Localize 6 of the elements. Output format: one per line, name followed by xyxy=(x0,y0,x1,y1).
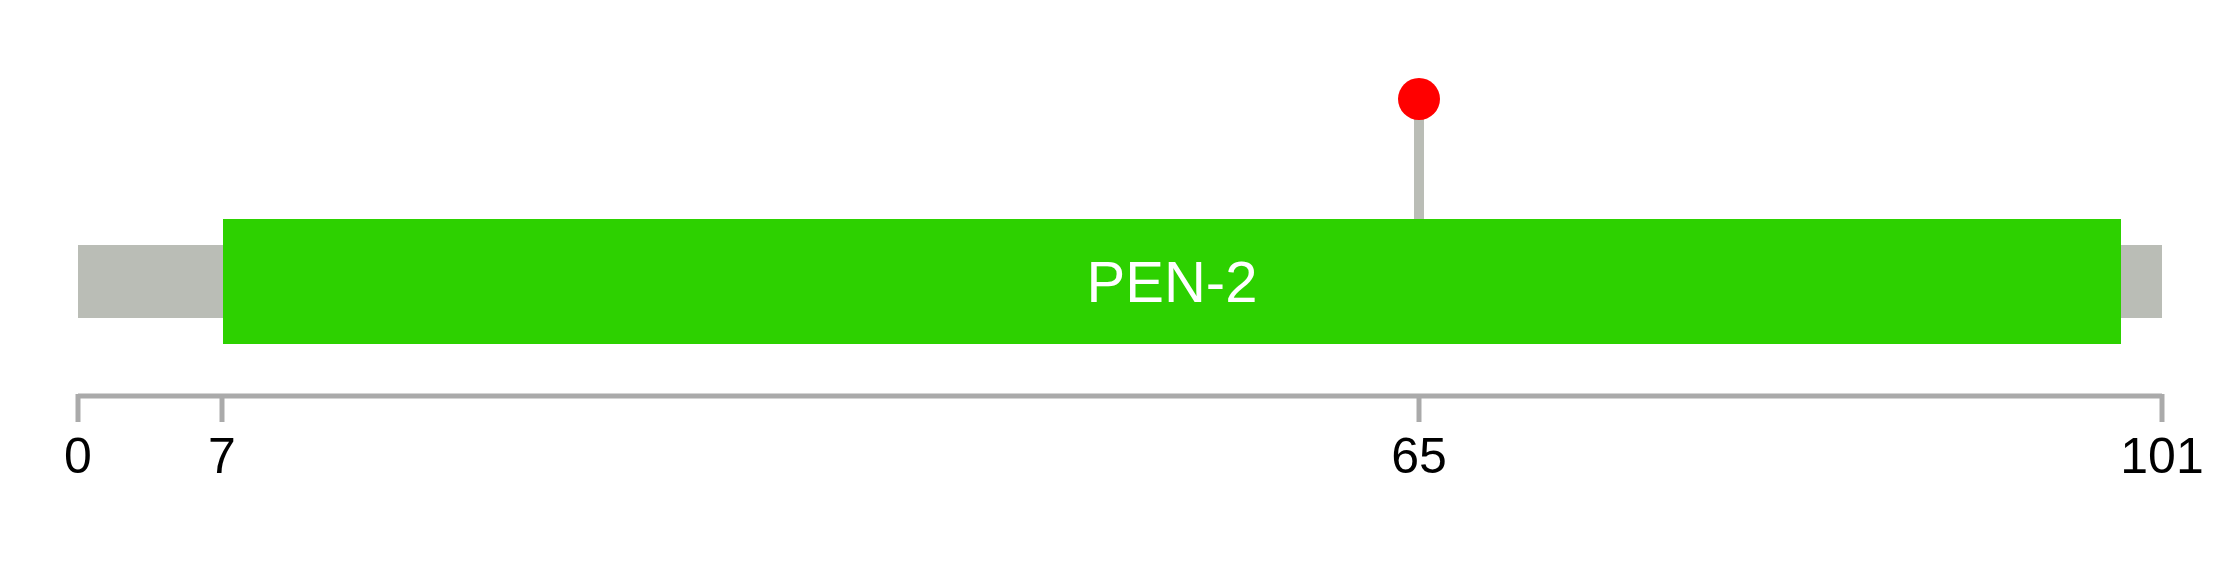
domain-label: PEN-2 xyxy=(1086,252,1258,311)
tick-label: 65 xyxy=(1391,431,1447,481)
domain-bar xyxy=(223,219,2121,344)
tick-label: 0 xyxy=(64,431,92,481)
tick-label: 7 xyxy=(208,431,236,481)
tick-label: 101 xyxy=(2120,431,2204,481)
